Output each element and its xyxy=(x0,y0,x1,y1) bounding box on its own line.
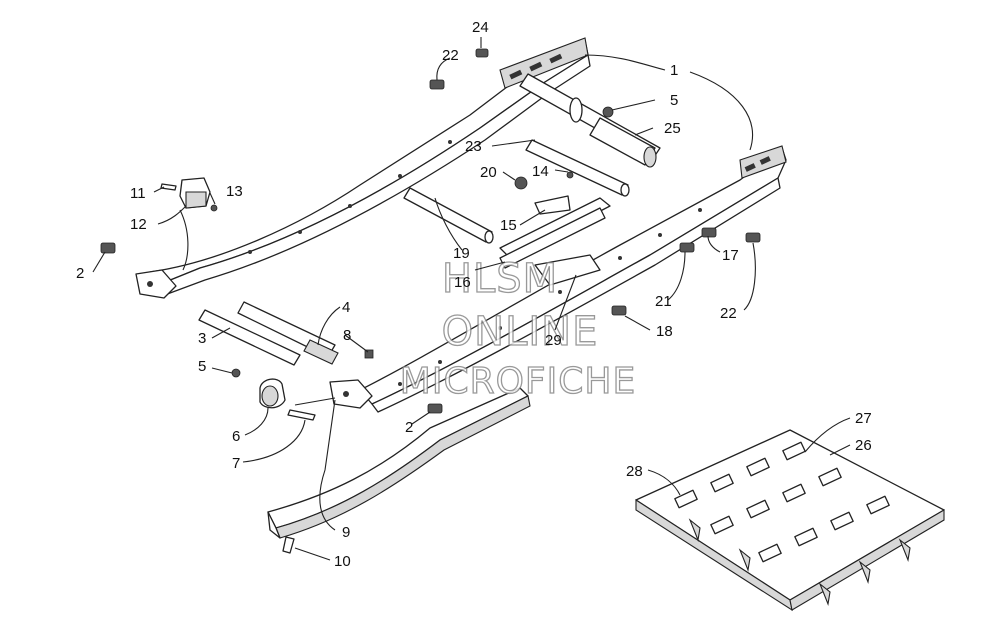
front-cross-shafts xyxy=(198,301,339,366)
upper-cross-shaft xyxy=(525,139,630,197)
callout-23: 23 xyxy=(465,138,482,155)
callout-10: 10 xyxy=(334,553,351,570)
callout-22-upper: 22 xyxy=(442,47,459,64)
front-bumper-block xyxy=(179,177,211,209)
track-section xyxy=(635,429,945,612)
callout-19: 19 xyxy=(453,245,470,262)
callout-2-left: 2 xyxy=(76,265,84,282)
callout-3: 3 xyxy=(198,330,206,347)
middle-cross-shaft xyxy=(403,187,494,244)
callout-20: 20 xyxy=(480,164,497,181)
callout-5-lower: 5 xyxy=(198,358,206,375)
callout-8: 8 xyxy=(343,327,351,344)
callout-1: 1 xyxy=(670,62,678,79)
callout-25: 25 xyxy=(664,120,681,137)
callout-15: 15 xyxy=(500,217,517,234)
watermark: HLSM ONLINE MICROFICHE xyxy=(399,255,636,402)
callout-4: 4 xyxy=(342,299,350,316)
callout-29: 29 xyxy=(545,332,562,349)
callout-11: 11 xyxy=(130,185,146,202)
callout-labels: 24 22 1 5 25 23 20 14 11 13 12 15 19 16 … xyxy=(76,19,872,570)
callout-12: 12 xyxy=(130,216,147,233)
callout-24: 24 xyxy=(472,19,489,36)
callout-17: 17 xyxy=(722,247,739,264)
callout-28: 28 xyxy=(626,463,643,480)
watermark-line-3: MICROFICHE xyxy=(400,361,636,402)
rear-bumper-wheel xyxy=(259,378,286,409)
slide-rail xyxy=(267,387,531,539)
callout-5-upper: 5 xyxy=(670,92,678,109)
center-scissor-arm xyxy=(499,171,611,286)
hardware-bolts xyxy=(100,48,761,554)
callout-7: 7 xyxy=(232,455,240,472)
callout-26: 26 xyxy=(855,437,872,454)
callout-22-lower: 22 xyxy=(720,305,737,322)
callout-14: 14 xyxy=(532,163,549,180)
callout-21: 21 xyxy=(655,293,672,310)
callout-9: 9 xyxy=(342,524,350,541)
callout-2-lower: 2 xyxy=(405,419,413,436)
callout-18: 18 xyxy=(656,323,673,340)
left-side-rail xyxy=(135,37,591,299)
leader-lines xyxy=(92,37,851,561)
rear-cross-shaft xyxy=(519,73,661,168)
watermark-line-2: ONLINE xyxy=(442,309,599,355)
callout-27: 27 xyxy=(855,410,872,427)
callout-6: 6 xyxy=(232,428,240,445)
callout-13: 13 xyxy=(226,183,243,200)
callout-16: 16 xyxy=(454,274,471,291)
